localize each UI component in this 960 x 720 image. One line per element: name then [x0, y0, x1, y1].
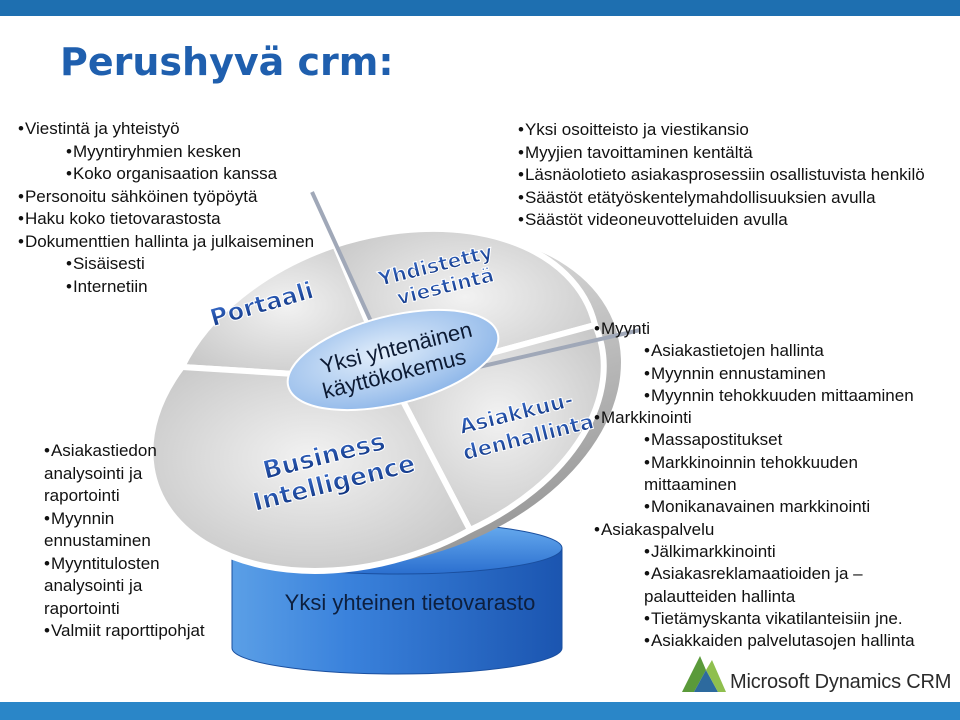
list-item: Myynnin: [44, 508, 205, 531]
list-item: Säästöt videoneuvotteluiden avulla: [518, 209, 925, 232]
bottom-right-feature-list: MyyntiAsiakastietojen hallintaMyynnin en…: [594, 318, 915, 652]
center-ellipse: Yksi yhtenäinen käyttökokemus: [286, 308, 500, 412]
list-item: Myyntitulosten: [44, 553, 205, 576]
quadrant-bi-segment: [147, 363, 475, 574]
slide-title: Perushyvä crm:: [60, 40, 394, 84]
list-item: Läsnäolotieto asiakasprosessiin osallist…: [518, 164, 925, 187]
list-item: Myynti: [594, 318, 915, 340]
list-item: Haku koko tietovarastosta: [18, 208, 314, 231]
list-item: Monikanavainen markkinointi: [594, 496, 915, 518]
list-item: Valmiit raporttipohjat: [44, 620, 205, 643]
bottom-accent-bar: [0, 702, 960, 720]
dynamics-crm-logo-icon: [682, 656, 726, 692]
database-label: Yksi yhteinen tietovarasto: [285, 590, 536, 615]
list-item: Koko organisaation kanssa: [18, 163, 314, 186]
list-item: analysointi ja: [44, 463, 143, 483]
list-item: Asiakkaiden palvelutasojen hallinta: [594, 630, 915, 652]
top-accent-bar: [0, 0, 960, 16]
list-item: Myynnin ennustaminen: [594, 363, 915, 385]
list-item: Säästöt etätyöskentelymahdollisuuksien a…: [518, 187, 925, 210]
list-item: Yksi osoitteisto ja viestikansio: [518, 119, 925, 142]
list-item: Sisäisesti: [18, 253, 314, 276]
list-item: Asiakaspalvelu: [594, 519, 915, 541]
dynamics-crm-logo-text: Microsoft Dynamics CRM: [730, 671, 952, 693]
list-item: Markkinoinnin tehokkuuden: [594, 452, 915, 474]
list-item: Tietämyskanta vikatilanteisiin jne.: [594, 608, 915, 630]
list-item: Asiakastietojen hallinta: [594, 340, 915, 362]
top-left-feature-list: Viestintä ja yhteistyöMyyntiryhmien kesk…: [18, 118, 314, 298]
list-item: Asiakasreklamaatioiden ja –: [594, 563, 915, 585]
list-item: analysointi ja: [44, 576, 143, 595]
top-right-feature-list: Yksi osoitteisto ja viestikansioMyyjien …: [518, 119, 925, 232]
list-item: Internetiin: [18, 276, 314, 299]
list-item: Personoitu sähköinen työpöytä: [18, 186, 314, 209]
list-item: raportointi: [44, 486, 120, 505]
list-item: raportointi: [44, 598, 120, 618]
list-item: Massapostitukset: [594, 429, 915, 451]
list-item: ennustaminen: [44, 531, 151, 550]
list-item: Dokumenttien hallinta ja julkaiseminen: [18, 231, 314, 254]
list-item: Myynnin tehokkuuden mittaaminen: [594, 385, 915, 407]
list-item: palautteiden hallinta: [644, 586, 796, 606]
list-item: Myyntiryhmien kesken: [18, 141, 314, 164]
list-item: Jälkimarkkinointi: [594, 541, 915, 563]
list-item: Myyjien tavoittaminen kentältä: [518, 142, 925, 165]
list-item: Markkinointi: [594, 407, 915, 429]
list-item: Viestintä ja yhteistyö: [18, 118, 314, 141]
list-item: Asiakastiedon: [44, 440, 205, 463]
list-item: mittaaminen: [644, 475, 737, 495]
